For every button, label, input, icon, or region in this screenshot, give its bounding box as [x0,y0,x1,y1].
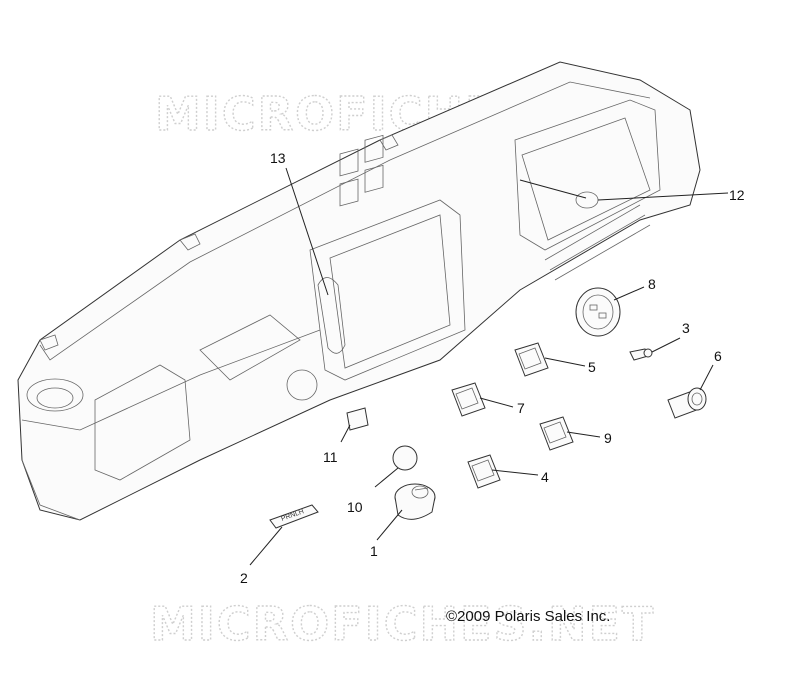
callout-11: 11 [323,449,338,465]
usb-outlet-part [575,287,621,337]
rocker-switch-7-part [451,382,486,417]
rocker-switch-5-part [514,342,549,377]
callout-4: 4 [541,469,549,485]
callout-7: 7 [517,400,525,416]
callout-8: 8 [648,276,656,292]
rocker-switch-4-part [467,454,501,489]
dashboard-assembly [17,61,701,521]
ignition-switch-part [394,483,436,520]
callout-2: 2 [240,570,248,586]
rocker-switch-9-part [539,416,574,451]
callout-5: 5 [588,359,596,375]
round-plug-part [392,445,418,471]
callout-1: 1 [370,543,378,559]
bulb-part [629,348,653,361]
callouts: 1 2 3 4 5 6 7 8 9 10 11 12 13 [240,150,745,586]
callout-13: 13 [270,150,286,166]
label-square-part [346,407,369,431]
leader-lines [249,167,729,566]
copyright-notice: ©2009 Polaris Sales Inc. [446,608,611,625]
gear-indicator-part: PRNLH [269,504,319,529]
callout-10: 10 [347,499,363,515]
callout-3: 3 [682,320,690,336]
watermark-bottom: MICROFICHES.NET [150,597,655,651]
callout-12: 12 [729,187,745,203]
power-outlet-part [667,387,707,419]
callout-9: 9 [604,430,612,446]
callout-6: 6 [714,348,722,364]
